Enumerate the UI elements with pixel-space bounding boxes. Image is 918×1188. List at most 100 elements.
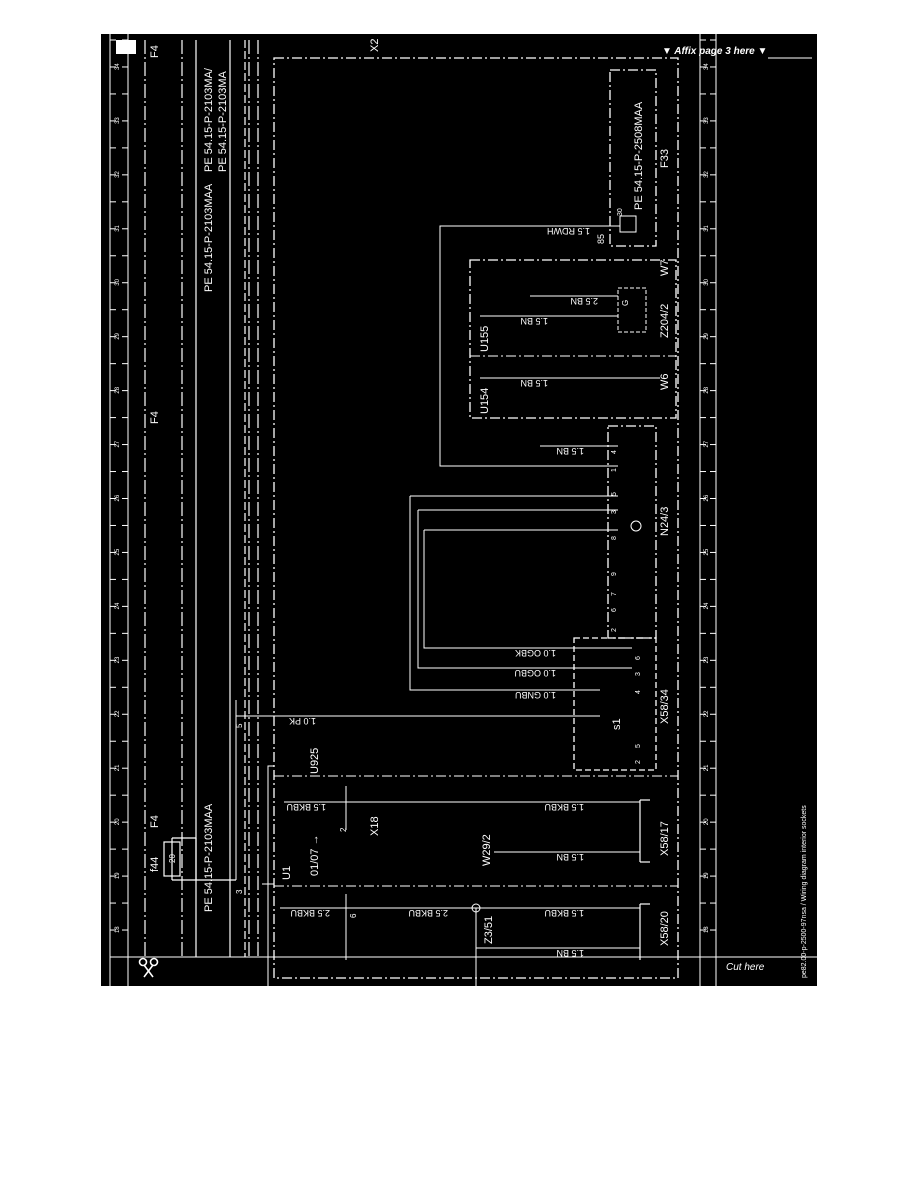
ref-3: PE 54.15-P-2103MAA xyxy=(203,803,215,912)
ruler-number: 25 xyxy=(115,548,121,555)
wire-15-bkbu-c: 1.5 BKBU xyxy=(544,908,584,918)
ruler-number: 19 xyxy=(115,872,121,879)
u154-u155-frame xyxy=(469,259,677,419)
ruler-number: 34 xyxy=(704,63,710,70)
wire-15-bn-d: 1.5 BN xyxy=(520,378,548,388)
n24-symbol-icon xyxy=(630,520,642,532)
ruler-number: 21 xyxy=(704,764,710,771)
label-x58-17: X58/17 xyxy=(659,821,671,856)
label-f4-mid: F4 xyxy=(149,411,161,424)
label-pin-2: 2 xyxy=(339,827,348,832)
label-w29-2: W29/2 xyxy=(481,834,493,866)
wiring xyxy=(235,225,660,986)
ruler-number: 29 xyxy=(704,332,710,339)
wire-15-rdwh: 1.5 RDWH xyxy=(547,226,590,236)
ruler-number: 22 xyxy=(115,710,121,717)
x58-34-pin-label: 5 xyxy=(635,744,642,748)
x58-34-frame xyxy=(573,637,657,771)
ruler-number: 31 xyxy=(704,224,710,231)
n24-pin-label: 4 xyxy=(611,450,618,454)
z204-relay xyxy=(617,287,647,333)
footer-path: pe82.00-p-2500-97nsa / Wiring diagram in… xyxy=(801,805,808,978)
wire-15-bn-b: 1.5 BN xyxy=(556,948,584,958)
n24-pin-label: 1 xyxy=(611,468,618,472)
ruler-number: 32 xyxy=(115,171,121,178)
wire-10-ogbk: 1.0 OGBK xyxy=(515,648,556,658)
label-pin-6: 6 xyxy=(349,913,358,918)
label-f4-left: F4 xyxy=(149,815,161,828)
ruler-number: 28 xyxy=(704,386,710,393)
wire-10-gnbu: 1.0 GNBU xyxy=(515,690,556,700)
wire-10-ogbu: 1.0 OGBU xyxy=(514,668,556,678)
ruler-ticks xyxy=(110,39,716,958)
wire-15-bn-a: 1.5 BN xyxy=(556,852,584,862)
wire-15-bn-c: 1.5 BN xyxy=(520,316,548,326)
label-u154: U154 xyxy=(479,388,491,414)
ruler-number: 24 xyxy=(704,602,710,609)
ruler-number: 23 xyxy=(115,656,121,663)
label-f44: f44 xyxy=(149,857,161,872)
ruler-number: 21 xyxy=(115,764,121,771)
n24-pin-label: 8 xyxy=(611,536,618,540)
label-n24-3: N24/3 xyxy=(659,507,671,536)
label-w7: W7 xyxy=(659,260,671,277)
wire-15-bkbu-a: 1.5 BKBU xyxy=(286,802,326,812)
ruler-number: 34 xyxy=(115,63,121,70)
label-x58-34: X58/34 xyxy=(659,689,671,724)
ruler-number: 28 xyxy=(115,386,121,393)
x58-34-pin-label: 3 xyxy=(635,672,642,676)
label-pin-85: 85 xyxy=(596,234,606,244)
label-date-code: 01/07 → xyxy=(309,834,321,876)
ruler-lines xyxy=(109,34,817,986)
ref-1: PE 54.15-P-2103MAA xyxy=(203,183,215,292)
ruler-number: 32 xyxy=(704,171,710,178)
scissors-icon xyxy=(138,957,159,978)
ruler-number: 24 xyxy=(115,602,121,609)
label-z3-51: Z3/51 xyxy=(483,916,495,944)
ruler-number: 22 xyxy=(704,710,710,717)
label-f44-amp: 20 xyxy=(168,854,177,863)
label-pin-5: 5 xyxy=(235,723,244,728)
ruler-number: 20 xyxy=(704,818,710,825)
bus-lines xyxy=(144,40,259,957)
label-s1: s1 xyxy=(611,718,623,730)
n24-pin-label: 9 xyxy=(611,572,618,576)
wire-25-bkbu-b: 2.5 BKBU xyxy=(408,908,448,918)
ruler-number: 29 xyxy=(115,332,121,339)
label-z204-2: Z204/2 xyxy=(659,304,671,338)
label-pin-3: 3 xyxy=(235,889,244,894)
ref-2: PE 54.15-P-2103MA/ xyxy=(203,67,215,172)
x58-34-pin-label: 2 xyxy=(635,760,642,764)
wire-15-bn-e: 1.5 BN xyxy=(556,446,584,456)
n24-pin-label: 2 xyxy=(611,628,618,632)
x58-34-pin-label: 6 xyxy=(635,656,642,660)
ruler-number: 20 xyxy=(115,818,121,825)
f33-fuse xyxy=(619,215,637,233)
label-x18: X18 xyxy=(369,816,381,836)
ruler-number: 26 xyxy=(115,494,121,501)
n24-pin-label: 3 xyxy=(611,510,618,514)
ruler-number: 25 xyxy=(704,548,710,555)
label-x58-20: X58/20 xyxy=(659,911,671,946)
ruler-number: 27 xyxy=(704,440,710,447)
wire-15-bkbu-b: 1.5 BKBU xyxy=(544,802,584,812)
ruler-number: 30 xyxy=(115,278,121,285)
label-pin-30: 30 xyxy=(617,208,624,216)
ruler-number: 27 xyxy=(115,440,121,447)
ruler-number: 18 xyxy=(704,926,710,933)
z3-51-node xyxy=(471,903,481,913)
label-relay-g: G xyxy=(621,300,630,306)
label-u155: U155 xyxy=(479,326,491,352)
label-f33: F33 xyxy=(659,149,671,168)
wire-10-pk: 1.0 PK xyxy=(289,716,316,726)
cut-text: Cut here xyxy=(726,962,765,973)
ruler-number: 19 xyxy=(704,872,710,879)
corner-box xyxy=(116,40,136,54)
wire-25-bkbu: 2.5 BKBU xyxy=(290,908,330,918)
label-w6: W6 xyxy=(659,374,671,391)
ruler-number: 23 xyxy=(704,656,710,663)
